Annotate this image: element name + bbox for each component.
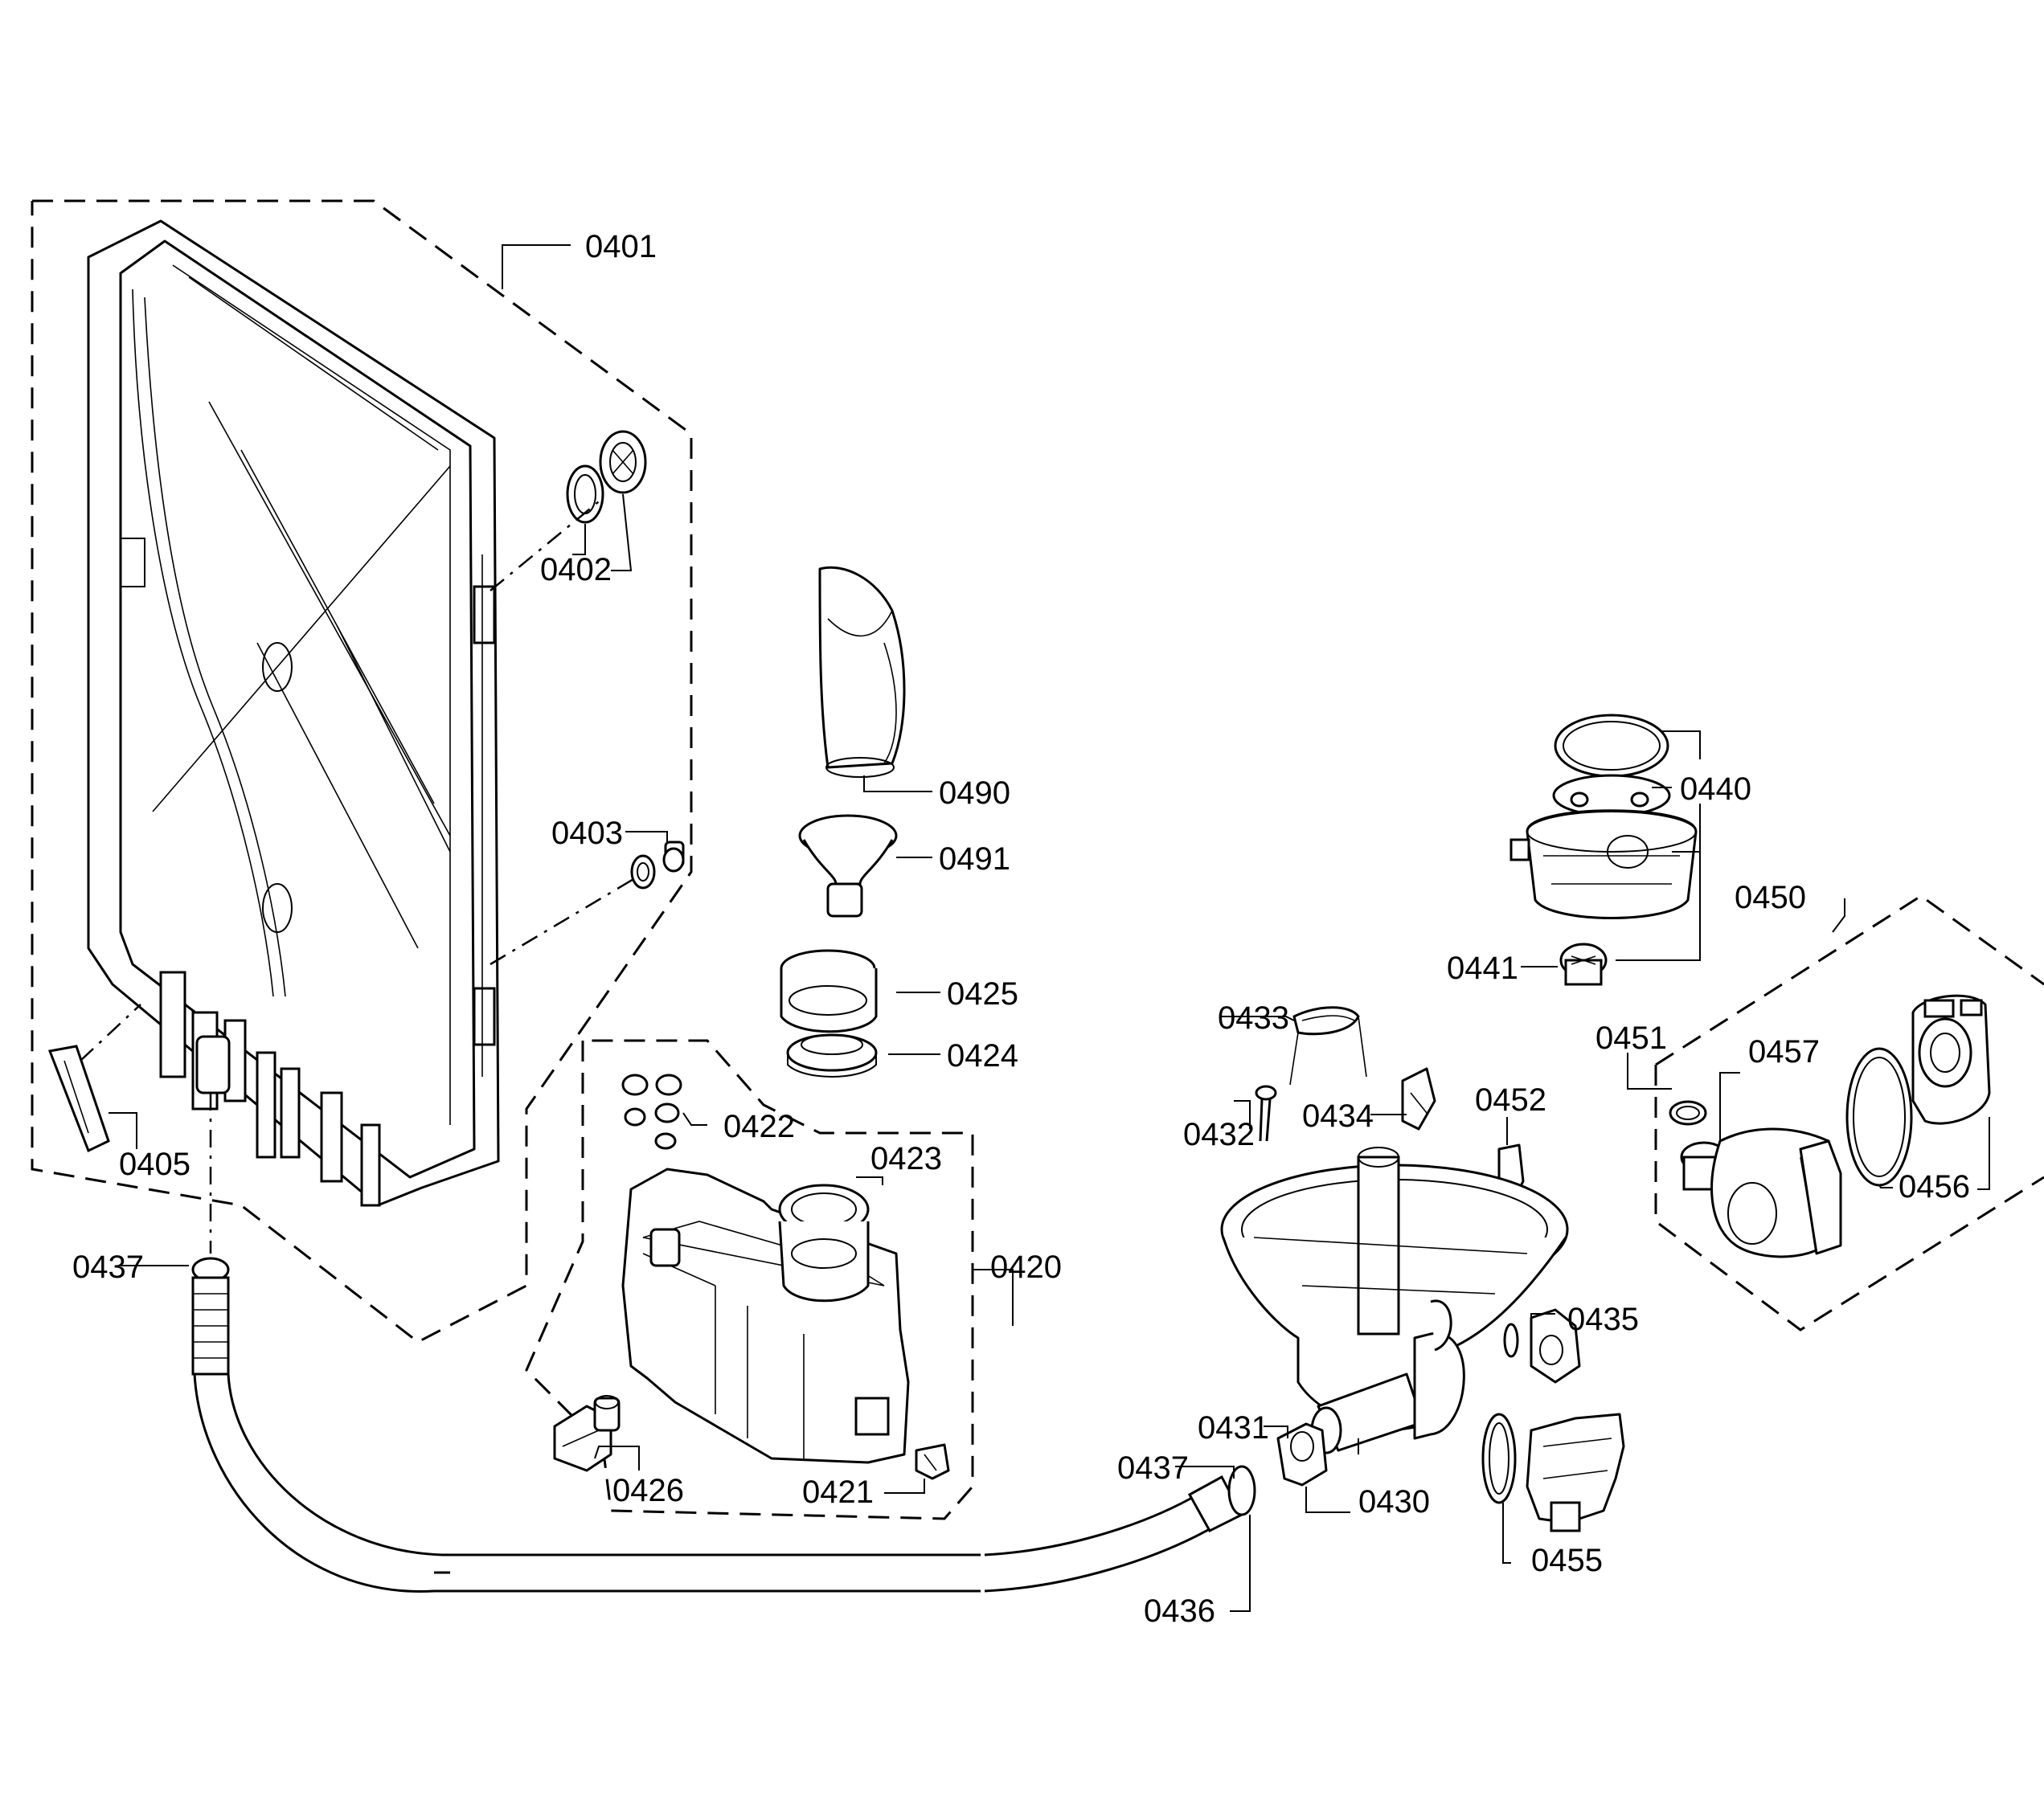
label-0456: 0456 (1899, 1169, 1970, 1205)
label-0421: 0421 (802, 1475, 874, 1510)
label-0455: 0455 (1531, 1543, 1603, 1578)
pump-motor (1911, 994, 1991, 1125)
heat-pump (1680, 1127, 1842, 1258)
label-0431: 0431 (1198, 1410, 1269, 1446)
label-0490: 0490 (939, 775, 1010, 811)
label-0435: 0435 (1567, 1302, 1639, 1337)
label-0420: 0420 (990, 1250, 1062, 1285)
label-0424: 0424 (947, 1038, 1018, 1074)
water-softener-group: 0422 0423 0420 0426 (525, 1039, 1062, 1520)
valve-seals (621, 1074, 682, 1150)
label-0452: 0452 (1475, 1082, 1546, 1118)
label-0441: 0441 (1447, 951, 1518, 986)
salt-funnel (818, 566, 906, 778)
salt-cap-funnel (798, 814, 898, 918)
label-0451: 0451 (1595, 1021, 1667, 1056)
label-0422: 0422 (723, 1109, 795, 1144)
label-0433: 0433 (1218, 1000, 1289, 1036)
cap-seal-ring (786, 1033, 878, 1078)
label-0457: 0457 (1748, 1034, 1820, 1070)
hose-clamp (1669, 1100, 1707, 1126)
sensor-plug (1559, 943, 1608, 986)
drain-pump-small (1503, 1308, 1581, 1384)
label-0450: 0450 (1735, 880, 1806, 915)
drain-cover-with-seal (566, 430, 647, 524)
reservoir-cap (780, 949, 878, 1033)
heat-pump-group: 0450 0451 0457 0456 (1595, 880, 2044, 1331)
drain-pump (1481, 1413, 1625, 1532)
water-softener (621, 1168, 910, 1464)
small-bracket (1401, 1067, 1436, 1131)
bracket-clip (47, 1045, 110, 1153)
check-valve-part (630, 841, 685, 890)
clip-part (915, 1443, 950, 1480)
tub-assembly-group: 0401 0402 0403 0405 (31, 199, 693, 1344)
label-0405: 0405 (119, 1147, 190, 1182)
label-0434: 0434 (1302, 1098, 1374, 1134)
label-0403: 0403 (551, 816, 623, 851)
heater-housing (1509, 714, 1698, 919)
label-0432: 0432 (1183, 1117, 1255, 1152)
label-0426: 0426 (612, 1473, 684, 1508)
drain-hose (191, 1093, 1256, 1593)
pump-seal-ring (1845, 1047, 1913, 1187)
label-0430: 0430 (1358, 1484, 1430, 1520)
label-0437-lower: 0437 (1117, 1450, 1189, 1486)
label-0440: 0440 (1680, 771, 1751, 807)
label-0436: 0436 (1144, 1593, 1215, 1629)
label-0401: 0401 (585, 229, 657, 264)
label-0425: 0425 (947, 976, 1018, 1012)
label-0423: 0423 (870, 1141, 942, 1176)
pump-nut (1276, 1422, 1328, 1487)
label-0402: 0402 (540, 552, 612, 587)
label-0437-upper: 0437 (72, 1250, 144, 1285)
label-0491: 0491 (939, 841, 1010, 877)
tub-housing (87, 219, 500, 1207)
sump-assembly (1220, 1006, 1569, 1454)
screw (1255, 1085, 1277, 1142)
